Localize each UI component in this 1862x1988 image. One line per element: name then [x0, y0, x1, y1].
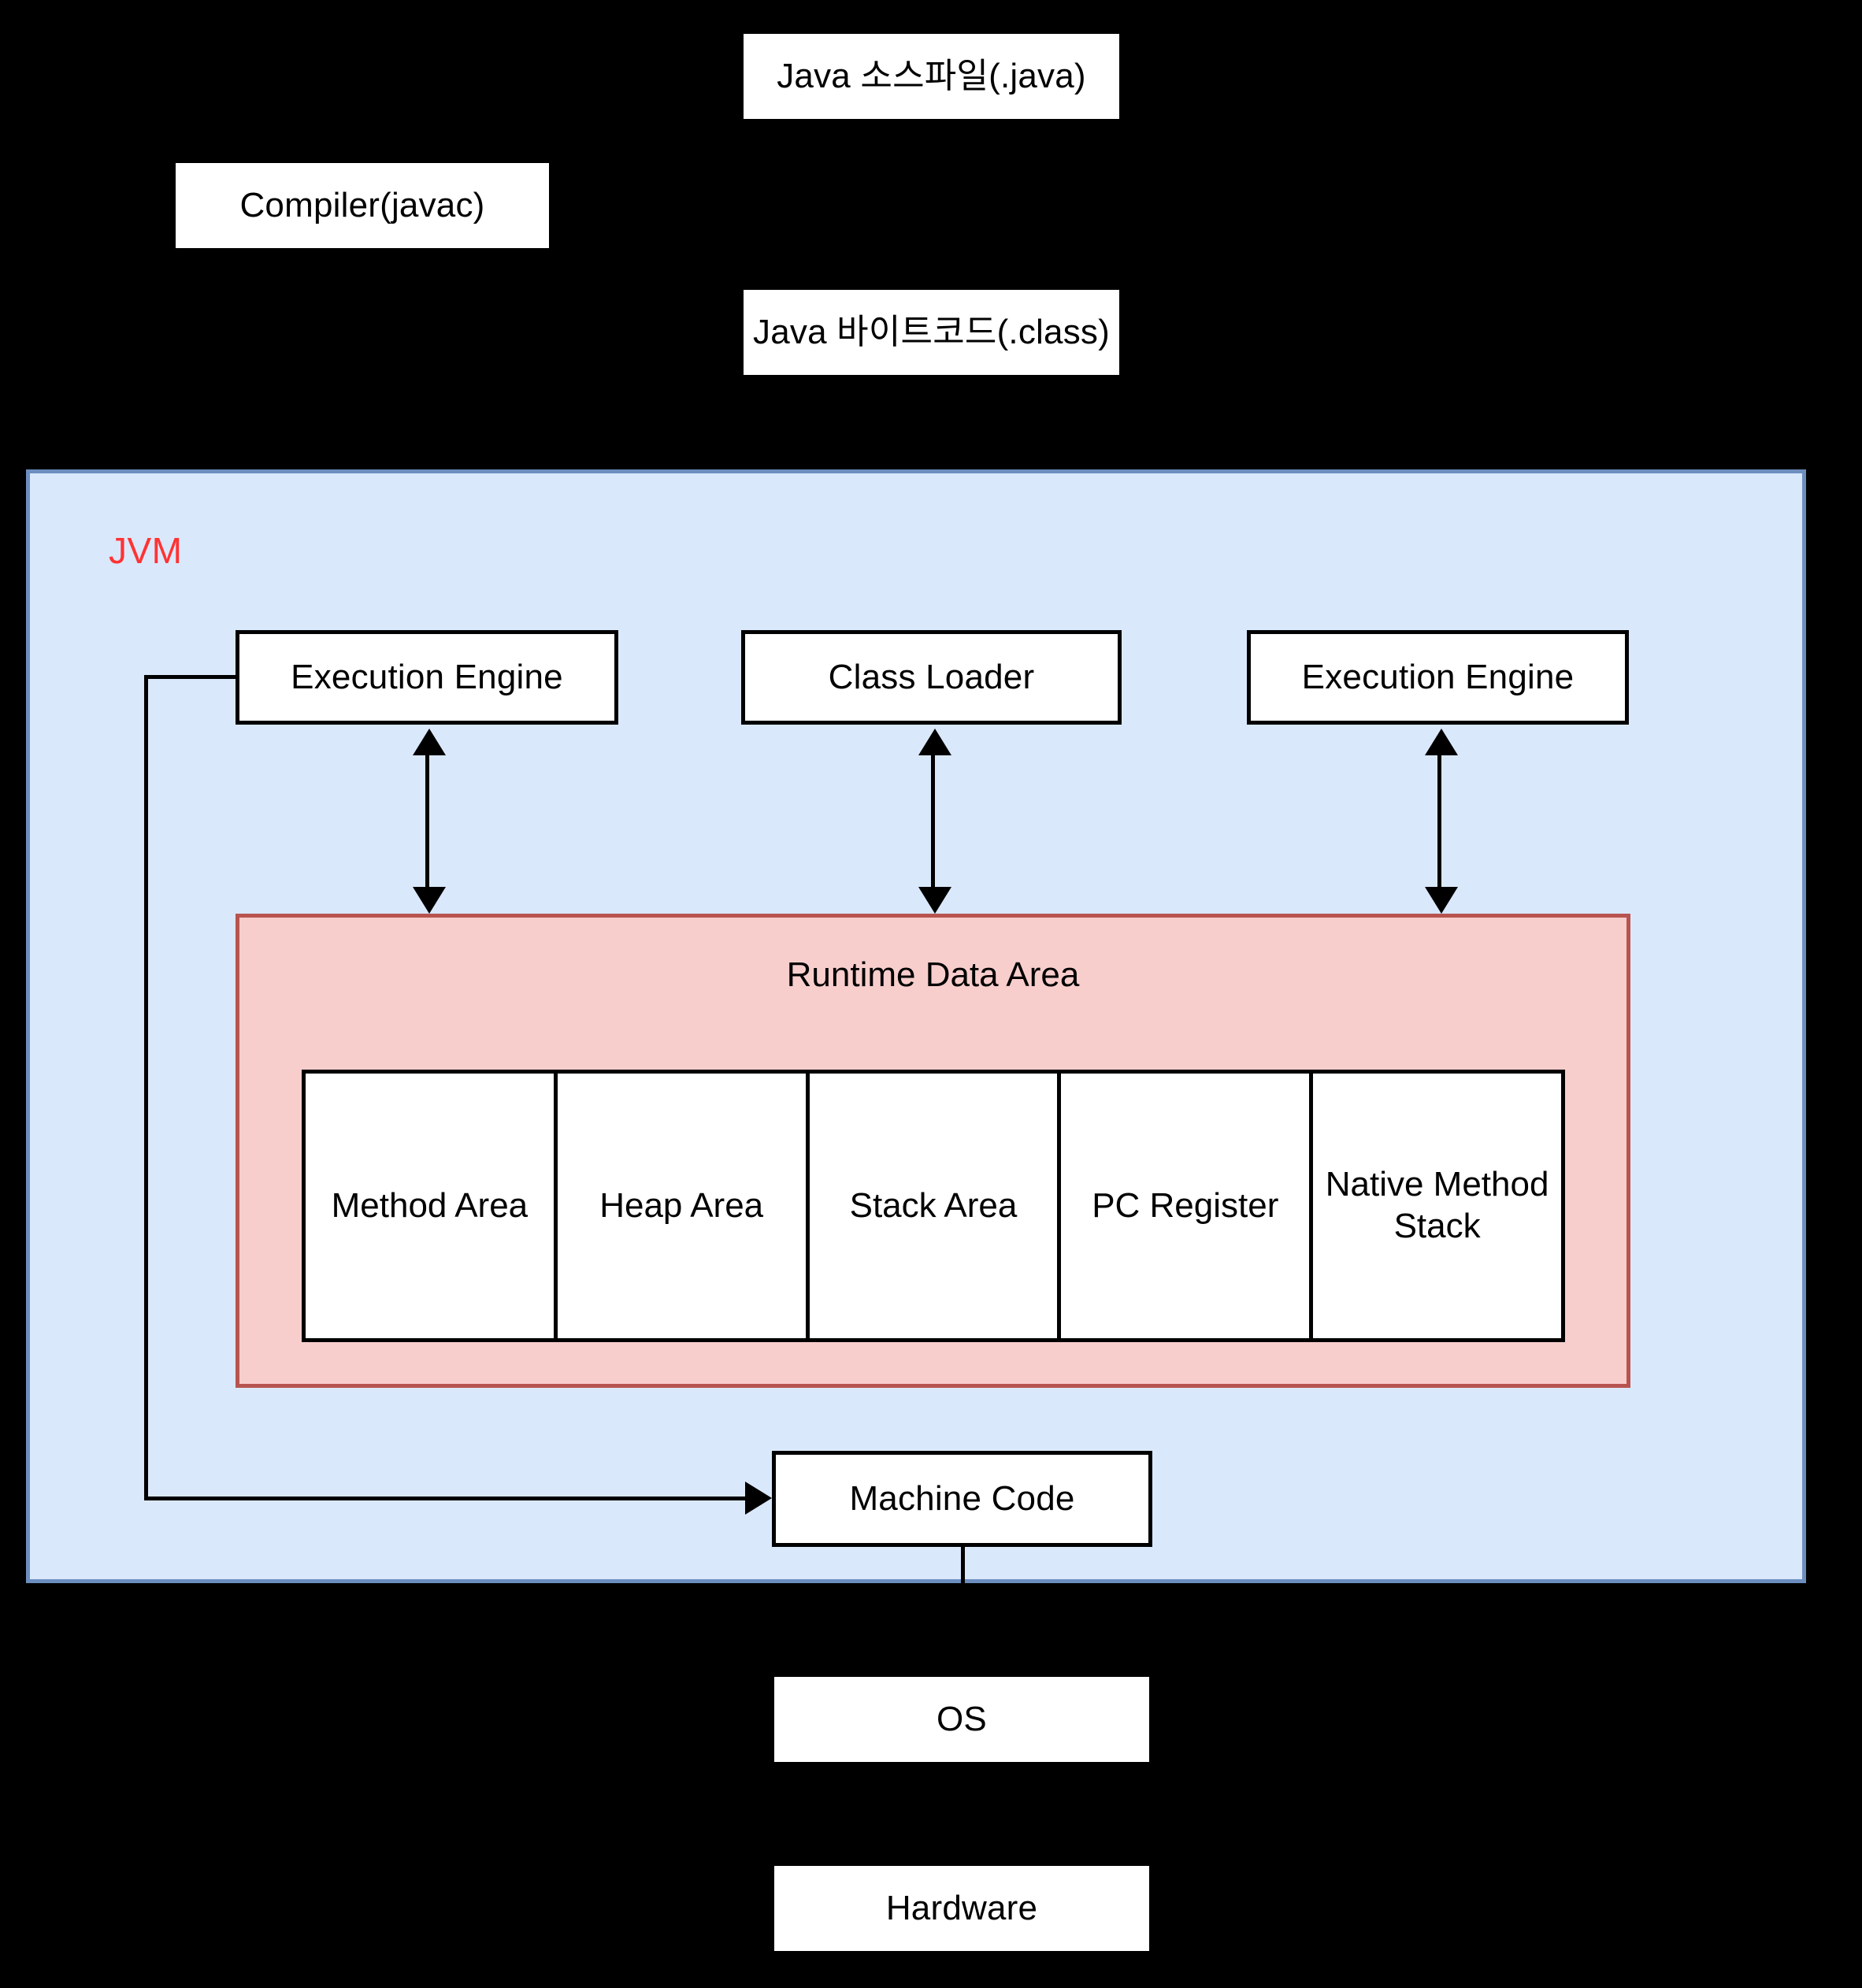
compiler-box: Compiler(javac) [176, 163, 549, 248]
right-engine-rda-arrowhead-up [1425, 729, 1458, 755]
java-bytecode-box: Java 바이트코드(.class) [744, 290, 1119, 375]
left-engine-rda-arrowhead-up [413, 729, 446, 755]
engine-to-machinecode-segment-vertical [144, 675, 148, 1500]
execution-engine-left-box: Execution Engine [236, 630, 618, 725]
right-engine-rda-arrowhead-down [1425, 887, 1458, 914]
class-loader-box: Class Loader [741, 630, 1122, 725]
left-engine-rda-arrowhead-down [413, 887, 446, 914]
engine-to-machinecode-segment-top [144, 675, 239, 679]
execution-engine-right-box: Execution Engine [1247, 630, 1629, 725]
engine-to-machinecode-segment-bottom [144, 1497, 751, 1500]
memory-cell-pc-register: PC Register [1061, 1074, 1314, 1338]
right-engine-rda-line [1437, 735, 1441, 902]
hardware-box: Hardware [774, 1866, 1149, 1951]
machinecode-to-os-line [961, 1547, 965, 1689]
left-engine-rda-line [425, 735, 429, 902]
jvm-label: JVM [109, 530, 183, 571]
runtime-data-area-title: Runtime Data Area [786, 955, 1080, 994]
memory-cell-native-method-stack: Native Method Stack [1325, 1165, 1549, 1245]
memory-cell-method-area: Method Area [306, 1074, 558, 1338]
classloader-rda-arrowhead-up [918, 729, 951, 755]
classloader-rda-arrowhead-down [918, 887, 951, 914]
os-box: OS [774, 1677, 1149, 1762]
java-source-file-box: Java 소스파일(.java) [744, 34, 1119, 119]
memory-cell-stack-area: Stack Area [810, 1074, 1062, 1338]
machine-code-box: Machine Code [772, 1451, 1152, 1547]
memory-areas-strip: Method Area Heap Area Stack Area PC Regi… [302, 1070, 1565, 1342]
classloader-rda-line [931, 735, 935, 902]
memory-cell-heap-area: Heap Area [558, 1074, 810, 1338]
engine-to-machinecode-arrowhead [745, 1482, 772, 1515]
